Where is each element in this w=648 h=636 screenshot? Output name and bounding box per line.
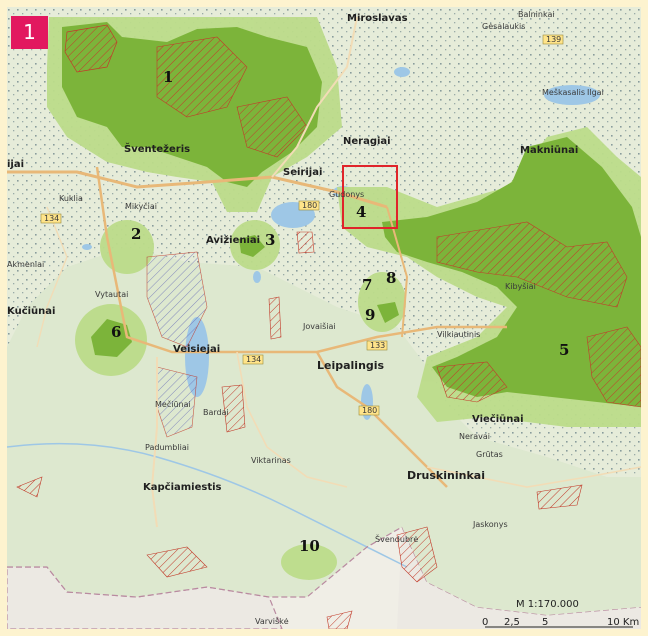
place-viktarinas: Viktarinas xyxy=(251,456,291,465)
road-shields: 134 180 133 180 134 139 xyxy=(40,34,564,416)
scale-tick-5: 5 xyxy=(542,617,548,628)
place-meskasalis: Meškasalis xyxy=(542,87,585,97)
road-number-label: 134 xyxy=(44,214,59,223)
roads xyxy=(7,16,641,528)
place-balninkai: Balninkai xyxy=(518,10,555,19)
road-number-label: 180 xyxy=(362,406,377,415)
place-kuciunai: Kučiūnai xyxy=(7,305,55,317)
site-1-label: 1 xyxy=(163,68,173,86)
neighbour-south xyxy=(397,527,641,629)
place-neravai: Neravai xyxy=(459,432,490,441)
scale-bar: M 1:170.000 0 2,5 5 10 Km xyxy=(482,599,639,628)
place-miroslavas: Miroslavas xyxy=(347,13,408,24)
regional-park xyxy=(7,247,641,615)
place-avizieniai: Avižieniai xyxy=(206,234,260,246)
site-4-highlight-box[interactable] xyxy=(342,165,398,229)
site-5-label: 5 xyxy=(559,341,569,359)
place-gudonys: Gudonys xyxy=(329,190,364,199)
scale-tick-10: 10 Km xyxy=(607,617,639,628)
place-lazdijai: ijai xyxy=(7,159,24,170)
hatched-reserves xyxy=(16,24,641,629)
place-vieciunai: Viečiūnai xyxy=(472,413,524,425)
place-mikyciai: Mikyčiai xyxy=(125,201,157,211)
place-kapciamiestis: Kapčiamiestis xyxy=(143,481,222,493)
place-ilgai: Ilgai xyxy=(587,88,604,97)
place-gesalaukis: Gėsalaukis xyxy=(482,22,525,31)
site-10-label: 10 xyxy=(299,537,320,555)
place-names: Miroslavas Neragiai Seirijai Šventežeris… xyxy=(7,10,604,626)
site-numbers: 1 2 3 4 5 6 7 8 9 10 xyxy=(111,68,569,555)
state-border xyxy=(7,526,403,598)
place-varviske: Varviškė xyxy=(255,616,289,626)
place-veisiejai: Veisiejai xyxy=(173,344,220,355)
site-7-label: 7 xyxy=(362,276,372,294)
site-6-label: 6 xyxy=(111,323,121,341)
scale-tick-0: 0 xyxy=(482,617,488,628)
place-druskininkai: Druskininkai xyxy=(407,469,485,482)
place-kuklia: Kuklia xyxy=(59,194,83,203)
site-2-label: 2 xyxy=(131,225,141,243)
place-meciunai: Mečiūnai xyxy=(155,399,191,409)
place-sventezeris: Šventežeris xyxy=(124,142,190,155)
road-number-label: 134 xyxy=(246,355,261,364)
place-jaskonys: Jaskonys xyxy=(472,520,508,529)
place-vilkiautinis: Vilkiautinis xyxy=(437,330,480,339)
place-svendubre: Švendubrė xyxy=(375,533,418,544)
site-9-label: 9 xyxy=(365,306,375,324)
map-canvas[interactable]: 134 180 133 180 134 139 Miroslavas Nerag… xyxy=(7,7,641,629)
map-svg: 134 180 133 180 134 139 Miroslavas Nerag… xyxy=(7,7,641,629)
river xyxy=(7,442,408,568)
figure-number-badge: 1 xyxy=(11,16,48,49)
place-padumbliai: Padumbliai xyxy=(145,443,189,452)
road-number-label: 180 xyxy=(302,201,317,210)
place-grutas: Grūtas xyxy=(476,450,503,459)
place-bardai: Bardai xyxy=(203,408,229,417)
scale-tick-2-5: 2,5 xyxy=(504,617,520,628)
place-kibysiai: Kibyšiai xyxy=(505,281,536,291)
site-8-label: 8 xyxy=(386,269,396,287)
site-3-label: 3 xyxy=(265,231,275,249)
road-number-label: 139 xyxy=(546,35,561,44)
place-jovaisiai: Jovaišiai xyxy=(302,321,336,331)
place-neragiai: Neragiai xyxy=(343,136,391,147)
place-seirijai: Seirijai xyxy=(283,167,322,178)
place-makniunai: Makniūnai xyxy=(520,145,578,156)
place-vytautai: Vytautai xyxy=(95,290,128,299)
place-akmeniai: Akmeniai xyxy=(7,260,44,269)
site-4-label: 4 xyxy=(356,203,366,221)
scale-ratio: M 1:170.000 xyxy=(516,599,579,610)
place-leipalingis: Leipalingis xyxy=(317,359,385,372)
road-number-label: 133 xyxy=(370,341,385,350)
